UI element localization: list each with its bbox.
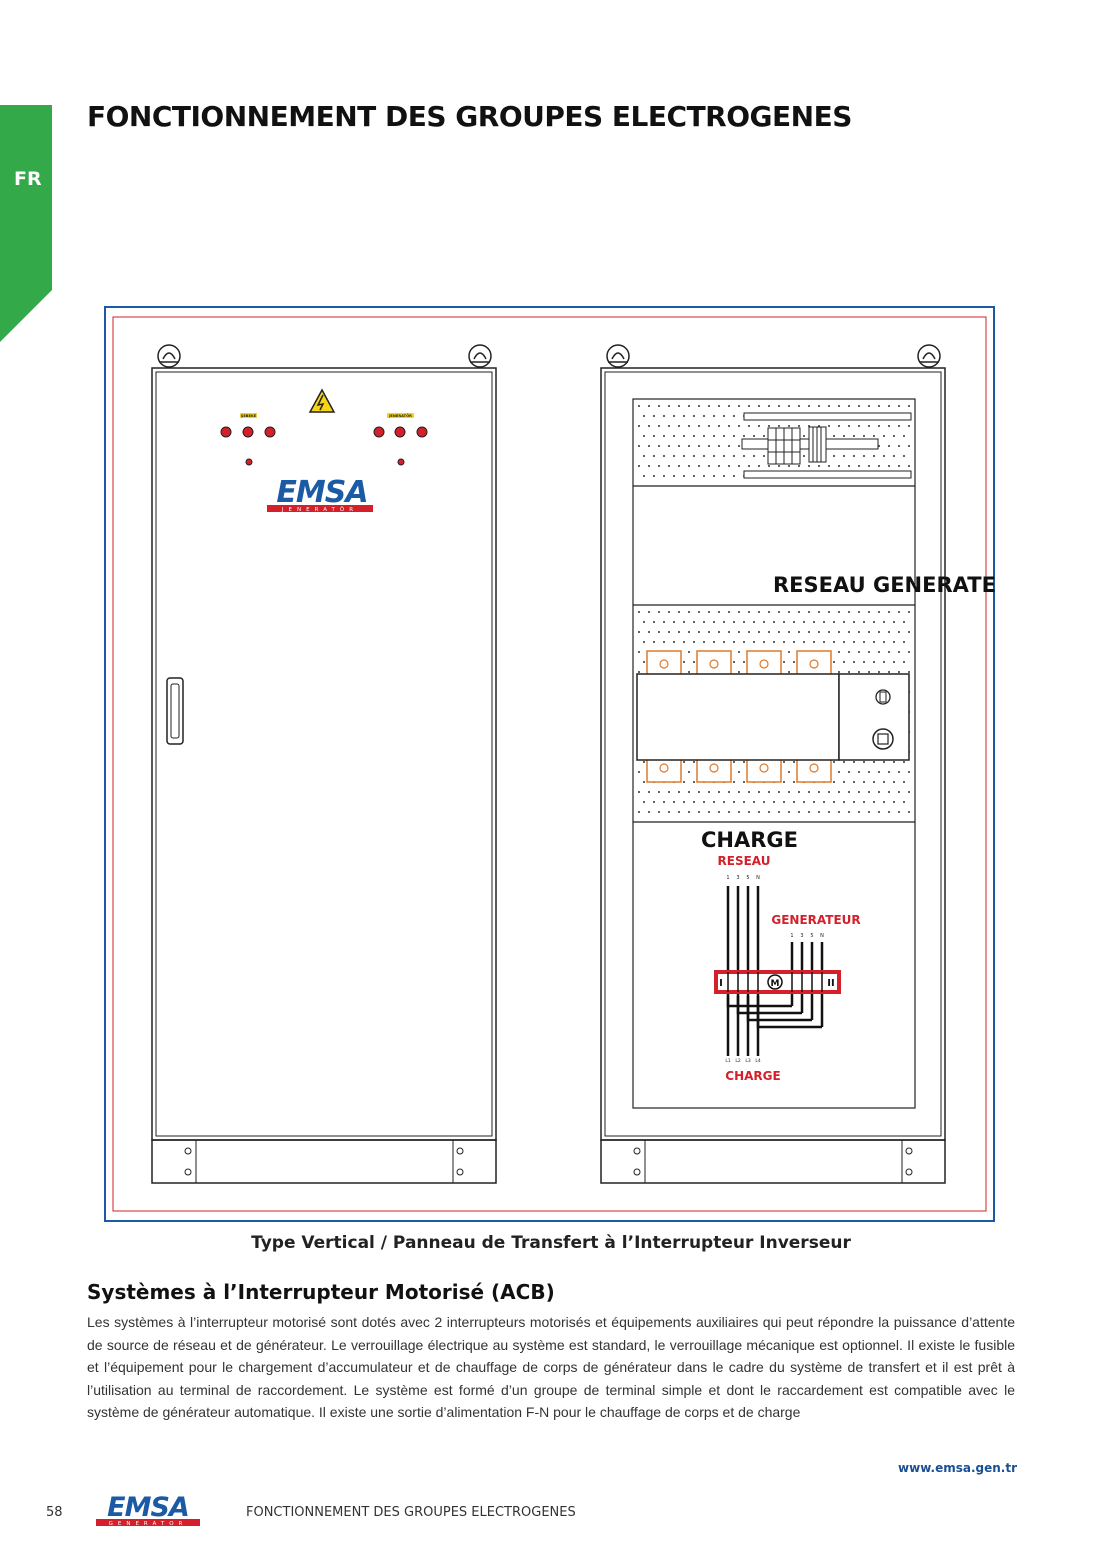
terminal-block bbox=[767, 426, 827, 465]
svg-text:5: 5 bbox=[746, 875, 749, 881]
mounting-plate bbox=[632, 398, 916, 1109]
generator-indicator-tag bbox=[387, 413, 414, 418]
footer-title: FONCTIONNEMENT DES GROUPES ELECTROGENES bbox=[246, 1505, 576, 1520]
svg-text:I: I bbox=[719, 978, 723, 989]
footer-emsa-logo: EMSA GENERATOR bbox=[96, 1494, 200, 1527]
switch-schematic: RESEAU 1 3 5 N GENERATEUR 1 3 5 N bbox=[714, 854, 861, 1083]
transfer-switch bbox=[636, 650, 910, 783]
switch-lock-icon bbox=[872, 728, 894, 750]
svg-text:JENERATÖR: JENERATÖR bbox=[281, 506, 358, 513]
door-emsa-logo: EMSA JENERATÖR bbox=[267, 475, 373, 513]
svg-text:EMSA: EMSA bbox=[107, 1494, 189, 1523]
network-indicator-tag bbox=[240, 413, 257, 418]
svg-text:3: 3 bbox=[736, 875, 739, 881]
closed-cabinet: ŞEBEKE JENERATÖR EMSA JENERATÖR bbox=[151, 344, 497, 1184]
language-tab bbox=[0, 105, 52, 342]
network-indicator-label: ŞEBEKE bbox=[241, 414, 257, 418]
open-cabinet: RESEAU GENERATEUR bbox=[600, 344, 995, 1184]
outer-frame-red bbox=[112, 316, 987, 1212]
svg-text:L4: L4 bbox=[755, 1058, 761, 1064]
high-voltage-warning-icon bbox=[308, 388, 336, 413]
network-generator-label: RESEAU GENERATEUR bbox=[773, 573, 995, 597]
language-label: FR bbox=[14, 168, 42, 190]
website-link[interactable]: www.emsa.gen.tr bbox=[898, 1461, 1017, 1475]
outer-frame-blue bbox=[104, 306, 995, 1222]
svg-text:N: N bbox=[756, 875, 760, 881]
lifting-eye-icon bbox=[157, 344, 181, 368]
section-heading: Systèmes à l’Interrupteur Motorisé (ACB) bbox=[87, 1280, 555, 1304]
diagram-generator-label: GENERATEUR bbox=[771, 913, 860, 927]
svg-text:1: 1 bbox=[790, 933, 793, 939]
diagram-charge-label: CHARGE bbox=[725, 1069, 780, 1083]
lifting-eye-icon bbox=[468, 344, 492, 368]
svg-text:EMSA: EMSA bbox=[276, 475, 367, 510]
svg-text:M: M bbox=[771, 979, 780, 989]
door-handle bbox=[166, 677, 184, 745]
lifting-eye-icon bbox=[606, 344, 630, 368]
indicator-lamps bbox=[220, 426, 428, 466]
motor-icon bbox=[767, 974, 783, 990]
section-body: Les systèmes à l’interrupteur motorisé s… bbox=[87, 1314, 1015, 1420]
page-number: 58 bbox=[46, 1505, 63, 1520]
svg-text:1: 1 bbox=[726, 875, 729, 881]
svg-text:L1: L1 bbox=[725, 1058, 731, 1064]
panel-drawing: ŞEBEKE JENERATÖR EMSA JENERATÖR bbox=[104, 306, 995, 1222]
cabinet-plinth bbox=[600, 1139, 946, 1184]
svg-text:II: II bbox=[827, 978, 834, 989]
generator-indicator-label: JENERATÖR bbox=[388, 413, 412, 418]
svg-text:5: 5 bbox=[810, 933, 813, 939]
switch-indicator-icon bbox=[875, 689, 891, 705]
svg-text:N: N bbox=[820, 933, 824, 939]
svg-text:3: 3 bbox=[800, 933, 803, 939]
svg-text:L3: L3 bbox=[745, 1058, 751, 1064]
svg-text:L2: L2 bbox=[735, 1058, 741, 1064]
figure-caption: Type Vertical / Panneau de Transfert à l… bbox=[251, 1233, 851, 1253]
cabinet-plinth bbox=[151, 1139, 497, 1184]
svg-text:GENERATOR: GENERATOR bbox=[109, 1521, 188, 1527]
page-title: FONCTIONNEMENT DES GROUPES ELECTROGENES bbox=[87, 100, 852, 133]
diagram-network-label: RESEAU bbox=[718, 854, 771, 868]
lifting-eye-icon bbox=[917, 344, 941, 368]
charge-label: CHARGE bbox=[701, 828, 798, 852]
